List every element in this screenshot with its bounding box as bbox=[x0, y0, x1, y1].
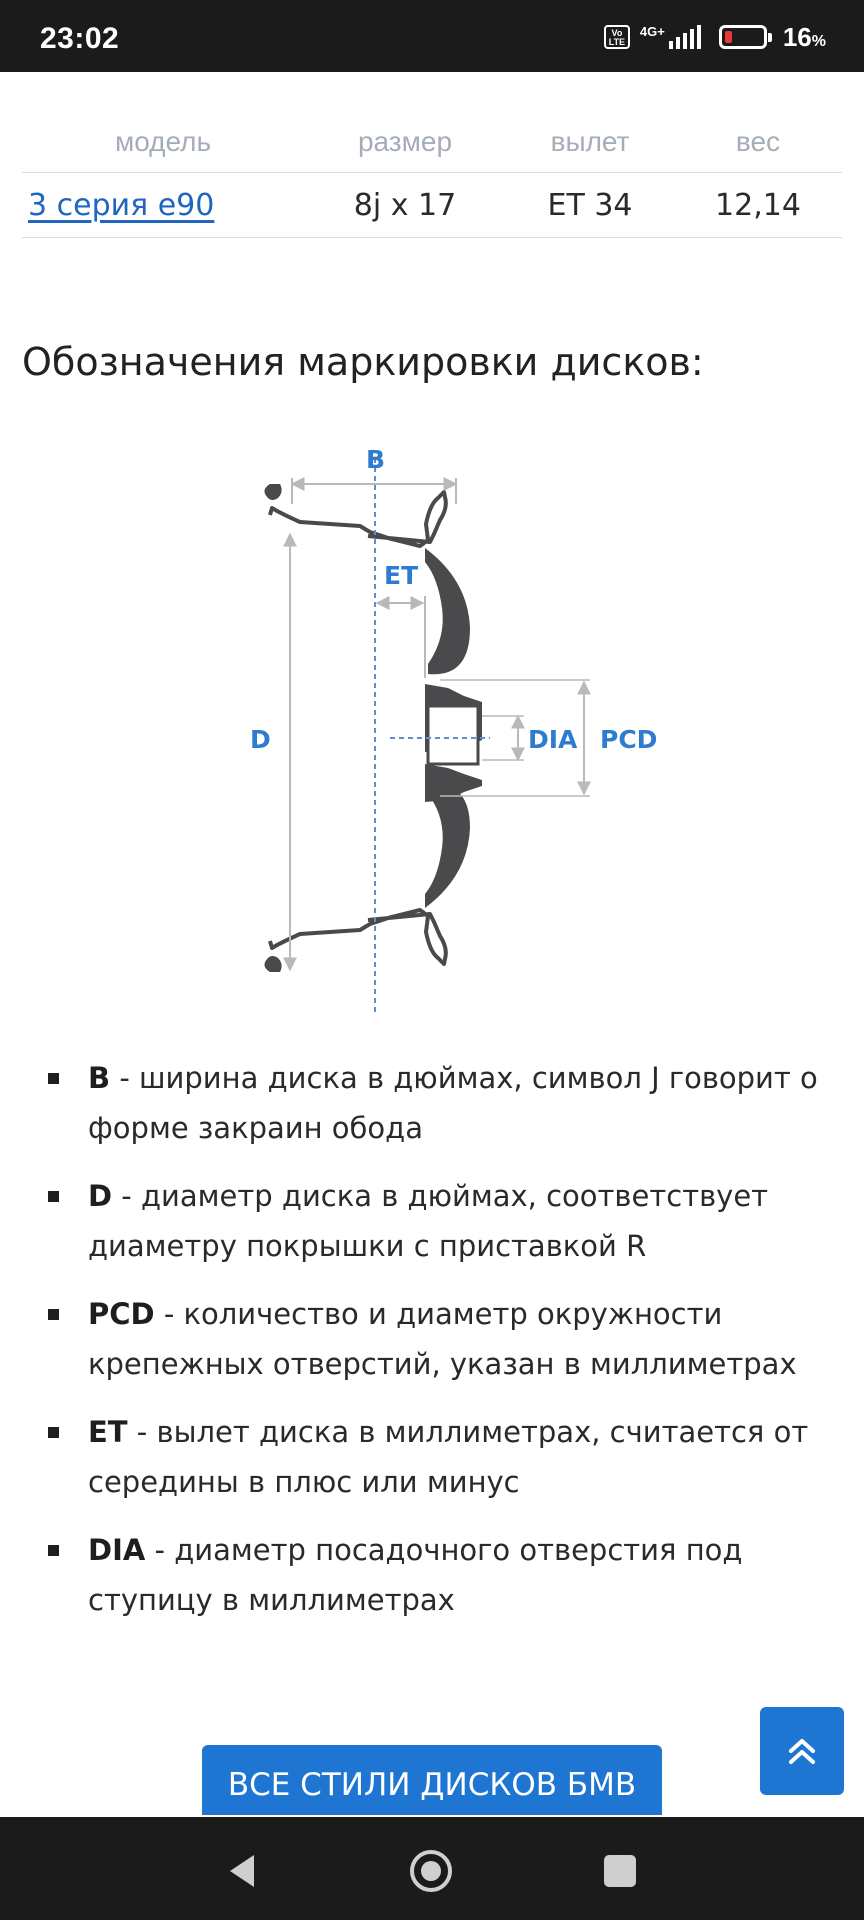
legend-text: - ширина диска в дюймах, символ J говори… bbox=[88, 1061, 818, 1145]
spec-table: модель размер вылет вес 3 серия e90 8j x… bbox=[22, 112, 842, 238]
home-circle-icon[interactable] bbox=[407, 1847, 455, 1895]
rim-lower-profile bbox=[268, 908, 448, 966]
bullet-icon bbox=[48, 1191, 59, 1202]
label-dia: DIA bbox=[528, 725, 578, 754]
list-item: B - ширина диска в дюймах, символ J гово… bbox=[0, 1053, 864, 1153]
cell-size: 8j x 17 bbox=[304, 172, 506, 238]
battery-percent-value: 16 bbox=[782, 21, 812, 52]
legend-text: - диаметр посадочного отверстия под ступ… bbox=[88, 1533, 743, 1617]
back-triangle-icon[interactable] bbox=[220, 1847, 268, 1895]
bullet-icon bbox=[48, 1427, 59, 1438]
list-item: ET - вылет диска в миллиметрах, считаетс… bbox=[0, 1407, 864, 1507]
label-pcd: PCD bbox=[600, 725, 657, 754]
scroll-to-top-button[interactable] bbox=[760, 1707, 844, 1795]
header-size: размер bbox=[304, 112, 506, 173]
list-item: DIA - диаметр посадочного отверстия под … bbox=[0, 1525, 864, 1625]
list-item: D - диаметр диска в дюймах, соответствуе… bbox=[0, 1171, 864, 1271]
center-bore bbox=[426, 704, 480, 766]
legend-text: - вылет диска в миллиметрах, считается о… bbox=[88, 1415, 809, 1499]
label-d: D bbox=[250, 725, 271, 754]
rim-flange-lower bbox=[264, 956, 282, 972]
cell-offset: ET 34 bbox=[506, 172, 674, 238]
table-header-row: модель размер вылет вес bbox=[22, 112, 842, 173]
rim-upper-profile bbox=[268, 490, 448, 548]
system-nav-bar bbox=[0, 1817, 864, 1920]
battery-fill bbox=[724, 31, 732, 43]
battery-icon bbox=[718, 25, 772, 49]
disc-spoke-upper bbox=[425, 548, 470, 675]
label-b: B bbox=[366, 445, 385, 474]
status-icons: Vo LTE 4G+ 16% bbox=[603, 22, 826, 53]
list-item: PCD - количество и диаметр окружности кр… bbox=[0, 1289, 864, 1389]
legend-term: PCD bbox=[88, 1297, 155, 1331]
signal-icon bbox=[668, 25, 701, 49]
disc-spoke-lower bbox=[425, 783, 470, 908]
battery-percent-unit: % bbox=[811, 32, 826, 50]
bullet-icon bbox=[48, 1073, 59, 1084]
status-time: 23:02 bbox=[40, 22, 120, 55]
bullet-icon bbox=[48, 1545, 59, 1556]
battery-percent: 16% bbox=[783, 22, 826, 53]
double-chevron-up-icon bbox=[789, 1739, 815, 1764]
wheel-cross-section-diagram: B ET D DIA PCD bbox=[250, 445, 657, 1013]
legend-text: - диаметр диска в дюймах, соответствует … bbox=[88, 1179, 769, 1263]
section-title: Обозначения маркировки дисков: bbox=[22, 340, 704, 384]
cell-weight: 12,14 bbox=[674, 172, 842, 238]
network-type: 4G+ bbox=[639, 23, 665, 39]
model-link[interactable]: 3 серия e90 bbox=[28, 187, 215, 223]
recents-square-icon[interactable] bbox=[596, 1847, 644, 1895]
marking-legend-list: B - ширина диска в дюймах, символ J гово… bbox=[0, 1053, 864, 1643]
header-offset: вылет bbox=[506, 112, 674, 173]
volte-icon: Vo LTE bbox=[603, 25, 630, 49]
all-styles-button[interactable]: ВСЕ СТИЛИ ДИСКОВ БМВ bbox=[202, 1745, 662, 1815]
bullet-icon bbox=[48, 1309, 59, 1320]
legend-term: D bbox=[88, 1179, 113, 1213]
table-row: 3 серия e90 8j x 17 ET 34 12,14 bbox=[22, 172, 842, 238]
label-et: ET bbox=[384, 561, 418, 590]
legend-text: - количество и диаметр окружности крепеж… bbox=[88, 1297, 797, 1381]
legend-term: ET bbox=[88, 1415, 128, 1449]
cell-model: 3 серия e90 bbox=[22, 172, 304, 238]
header-weight: вес bbox=[674, 112, 842, 173]
legend-term: DIA bbox=[88, 1533, 146, 1567]
legend-term: B bbox=[88, 1061, 111, 1095]
rim-flange-upper bbox=[264, 484, 282, 500]
status-bar: 23:02 Vo LTE 4G+ 16% bbox=[0, 0, 864, 72]
header-model: модель bbox=[22, 112, 304, 173]
